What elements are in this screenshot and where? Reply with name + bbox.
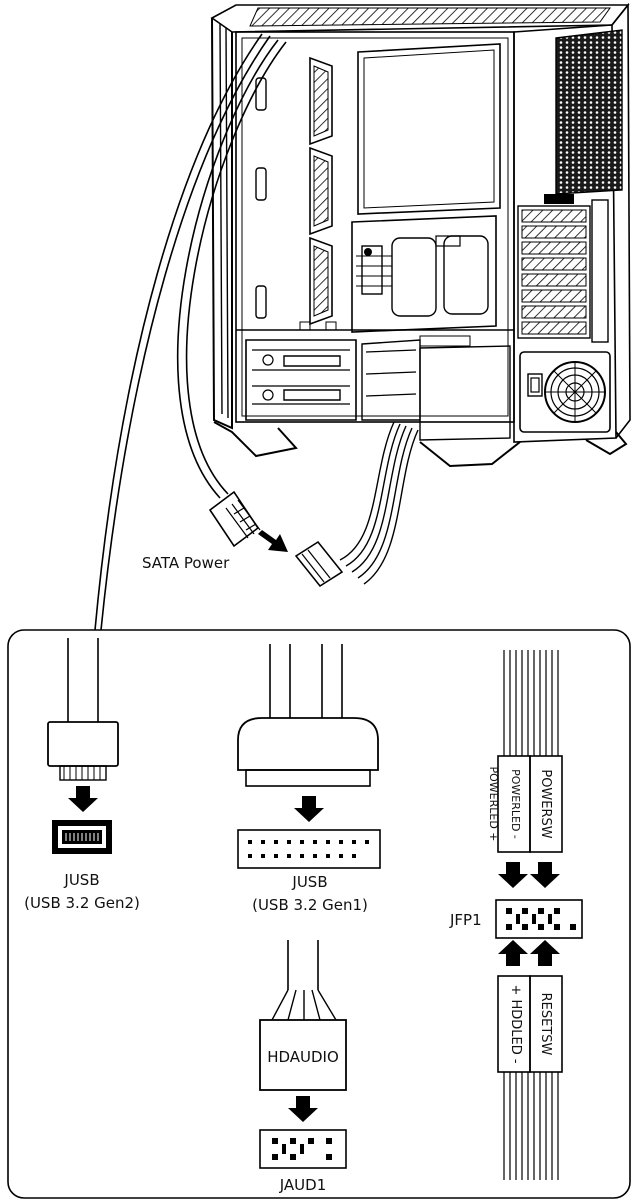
jusb-gen2-spec: (USB 3.2 Gen2)	[24, 894, 140, 912]
usb-gen1-plug	[237, 717, 379, 771]
jaud1-header	[259, 1129, 347, 1169]
powerled-plus-label: POWERLED +	[487, 766, 500, 841]
hddled-label: + HDDLED -	[508, 984, 523, 1063]
usb-gen2-plug	[47, 721, 119, 767]
resetsw-label: RESETSW	[538, 993, 553, 1056]
usb-gen1-header	[237, 829, 381, 869]
powerled-minus-label: POWERLED -	[509, 769, 522, 839]
case-left-edge	[211, 17, 233, 430]
sata-power-cable	[339, 421, 419, 585]
psu-rear	[519, 351, 611, 433]
sata-cable-case-side	[176, 39, 287, 499]
jfp1-label: JFP1	[449, 911, 482, 929]
powerled-arrow	[498, 862, 528, 888]
case-side-opening	[235, 31, 515, 423]
case-feet	[213, 421, 628, 468]
usb-gen2-arrow	[68, 786, 98, 812]
rear-label	[544, 194, 574, 204]
jaud1-label: JAUD1	[279, 1176, 327, 1194]
usb-gen2-group: JUSB (USB 3.2 Gen2)	[24, 638, 140, 912]
detail-panel	[7, 629, 631, 1199]
motherboard-tray	[351, 43, 501, 333]
jusb-gen1-label: JUSB	[291, 873, 327, 891]
usb-gen1-arrow	[294, 796, 324, 822]
rear-fan-grille	[555, 29, 623, 195]
hddled-arrow	[498, 940, 528, 966]
powersw-connector	[529, 755, 563, 853]
cable-grommets	[255, 56, 333, 326]
top-vent	[249, 7, 611, 27]
sata-power-label: SATA Power	[142, 554, 230, 572]
hdaudio-label: HDAUDIO	[267, 1048, 339, 1066]
jusb-gen2-label: JUSB	[63, 871, 99, 889]
pc-case	[210, 2, 631, 468]
front-panel-cable	[94, 33, 271, 631]
jfp1-group: POWERLED - POWERLED + POWERSW JFP1 + HDD…	[449, 650, 583, 1180]
resetsw-arrow	[530, 940, 560, 966]
jusb-gen1-spec: (USB 3.2 Gen1)	[252, 896, 368, 914]
sata-connector-case	[208, 490, 261, 548]
expansion-slots	[517, 199, 609, 343]
drive-cage	[236, 321, 514, 441]
powersw-label: POWERSW	[538, 769, 553, 838]
jfp1-header	[495, 899, 583, 939]
sata-power-connector	[294, 540, 344, 588]
sata-arrow	[258, 530, 288, 552]
hdaudio-arrow	[288, 1096, 318, 1122]
hdaudio-plug	[259, 1019, 347, 1091]
hdaudio-group: HDAUDIO JAUD1	[259, 940, 347, 1194]
powersw-arrow	[530, 862, 560, 888]
usb-gen1-group: JUSB (USB 3.2 Gen1)	[237, 644, 381, 914]
